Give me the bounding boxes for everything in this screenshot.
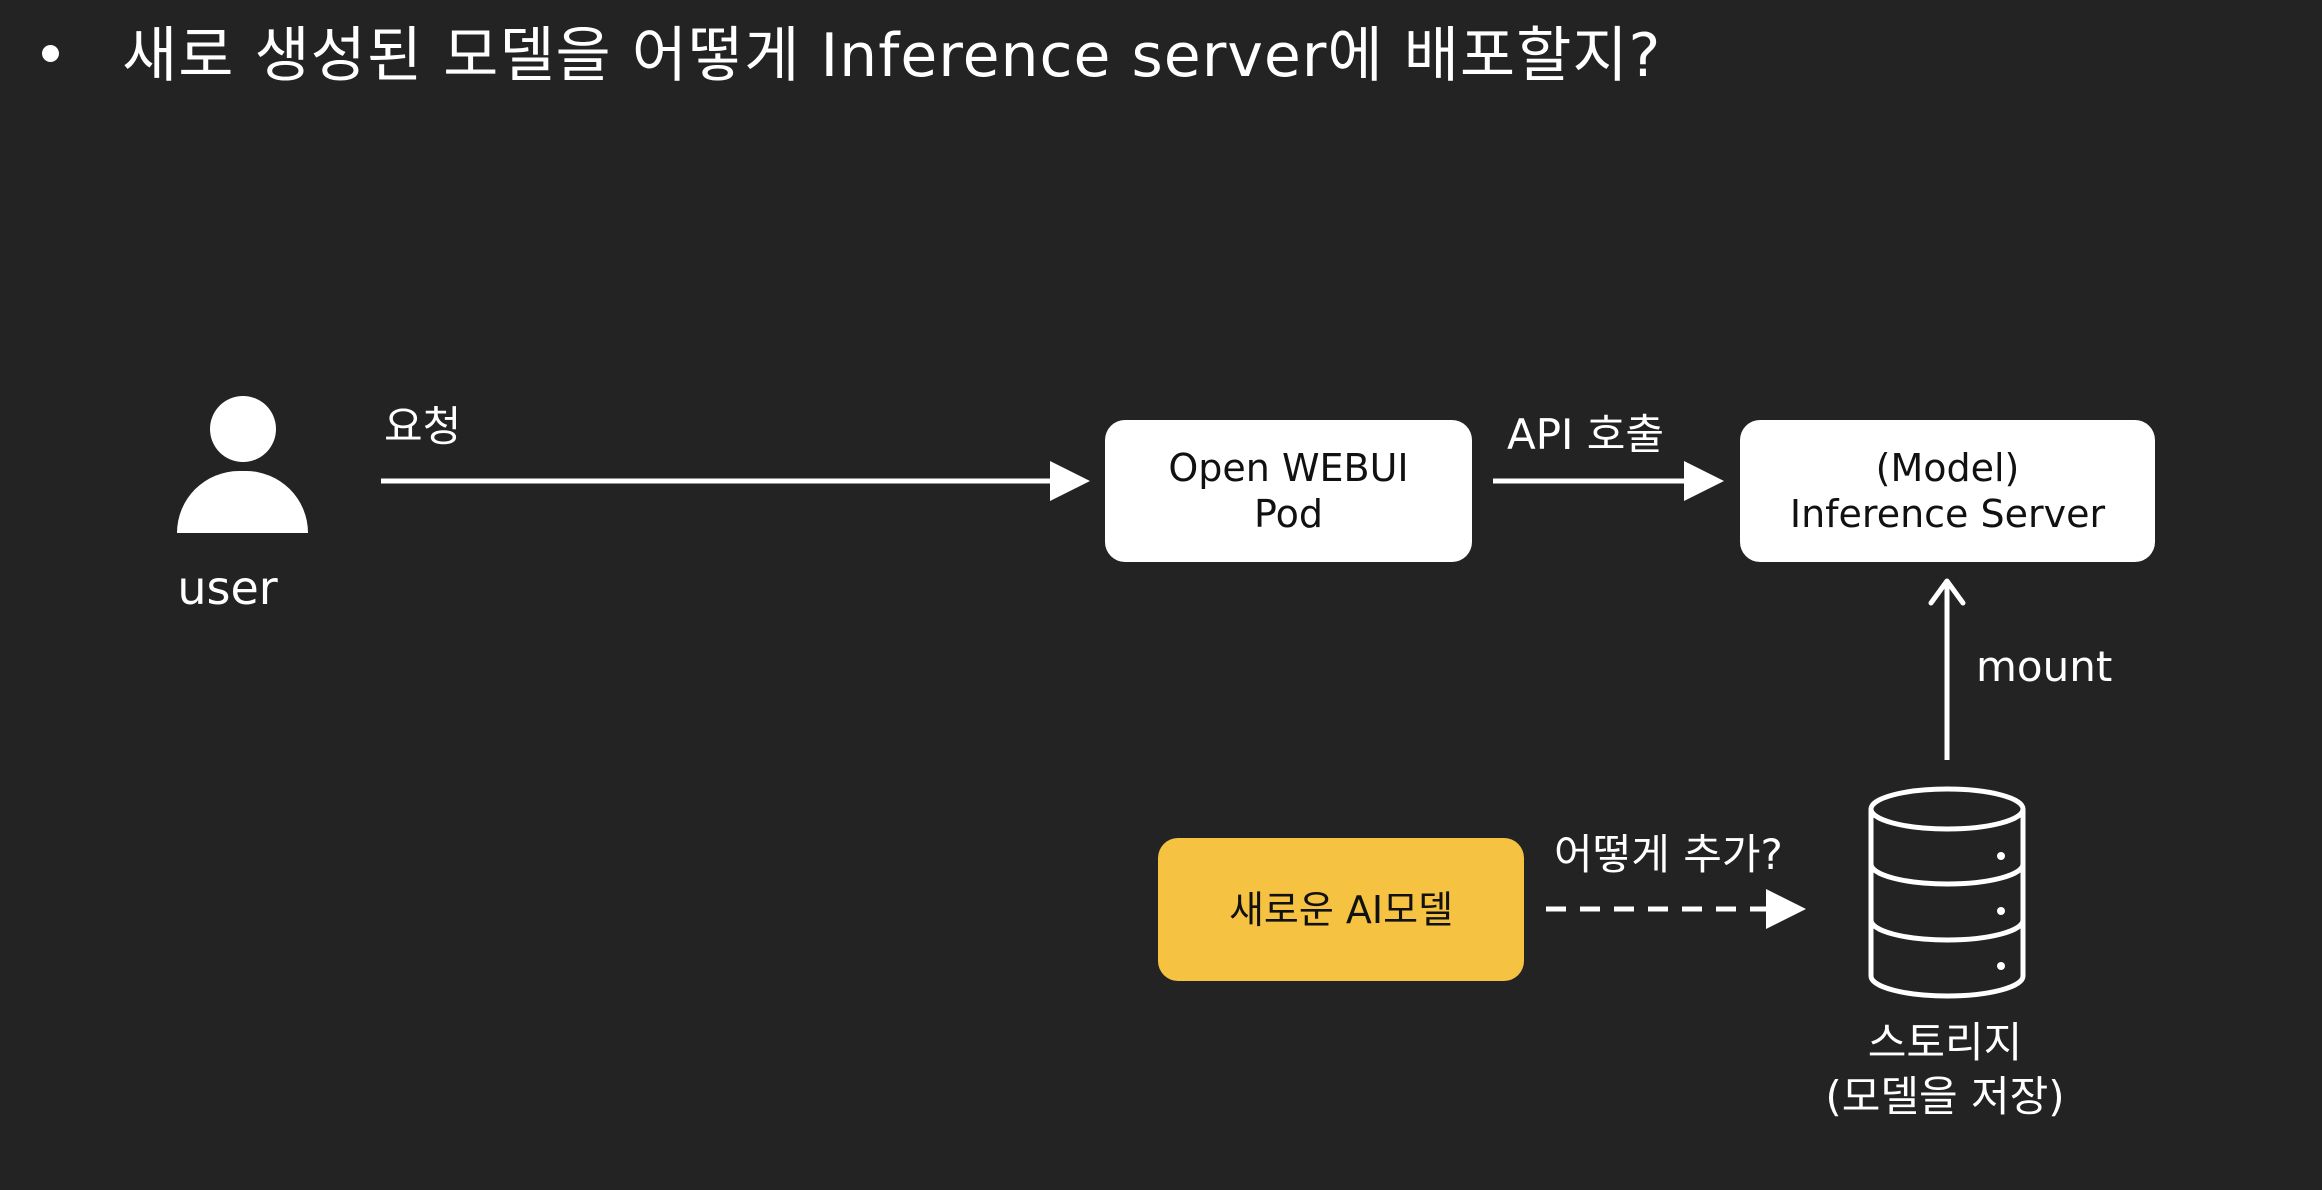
bullet-icon: [42, 45, 59, 62]
webui-pod-node: Open WEBUI Pod: [1105, 420, 1472, 562]
storage-label-line1: 스토리지: [1867, 1018, 2023, 1067]
webui-pod-label-line1: Open WEBUI: [1168, 446, 1409, 490]
edge-label-api-call: API 호출: [1507, 410, 1665, 459]
edge-label-mount: mount: [1976, 642, 2113, 691]
inference-server-label-line2: Inference Server: [1789, 492, 2106, 536]
new-ai-model-label: 새로운 AI모델: [1228, 887, 1454, 932]
inference-server-label-line1: (Model): [1875, 446, 2020, 490]
storage-label: 스토리지 (모델을 저장): [1780, 1016, 2110, 1124]
storage-label-line2: (모델을 저장): [1825, 1072, 2065, 1121]
inference-server-node: (Model) Inference Server: [1740, 420, 2155, 562]
edge-label-request: 요청: [384, 402, 462, 451]
edge-label-how-add: 어떻게 추가?: [1554, 830, 1783, 879]
user-icon-head: [210, 396, 276, 462]
arrow-mount: [1928, 578, 1966, 760]
user-label: user: [177, 561, 278, 615]
slide-title: 새로 생성된 모델을 어떻게 Inference server에 배포할지?: [122, 21, 1662, 91]
database-icon: [1868, 786, 2026, 999]
new-ai-model-node: 새로운 AI모델: [1158, 838, 1524, 981]
webui-pod-label-line2: Pod: [1254, 492, 1323, 536]
